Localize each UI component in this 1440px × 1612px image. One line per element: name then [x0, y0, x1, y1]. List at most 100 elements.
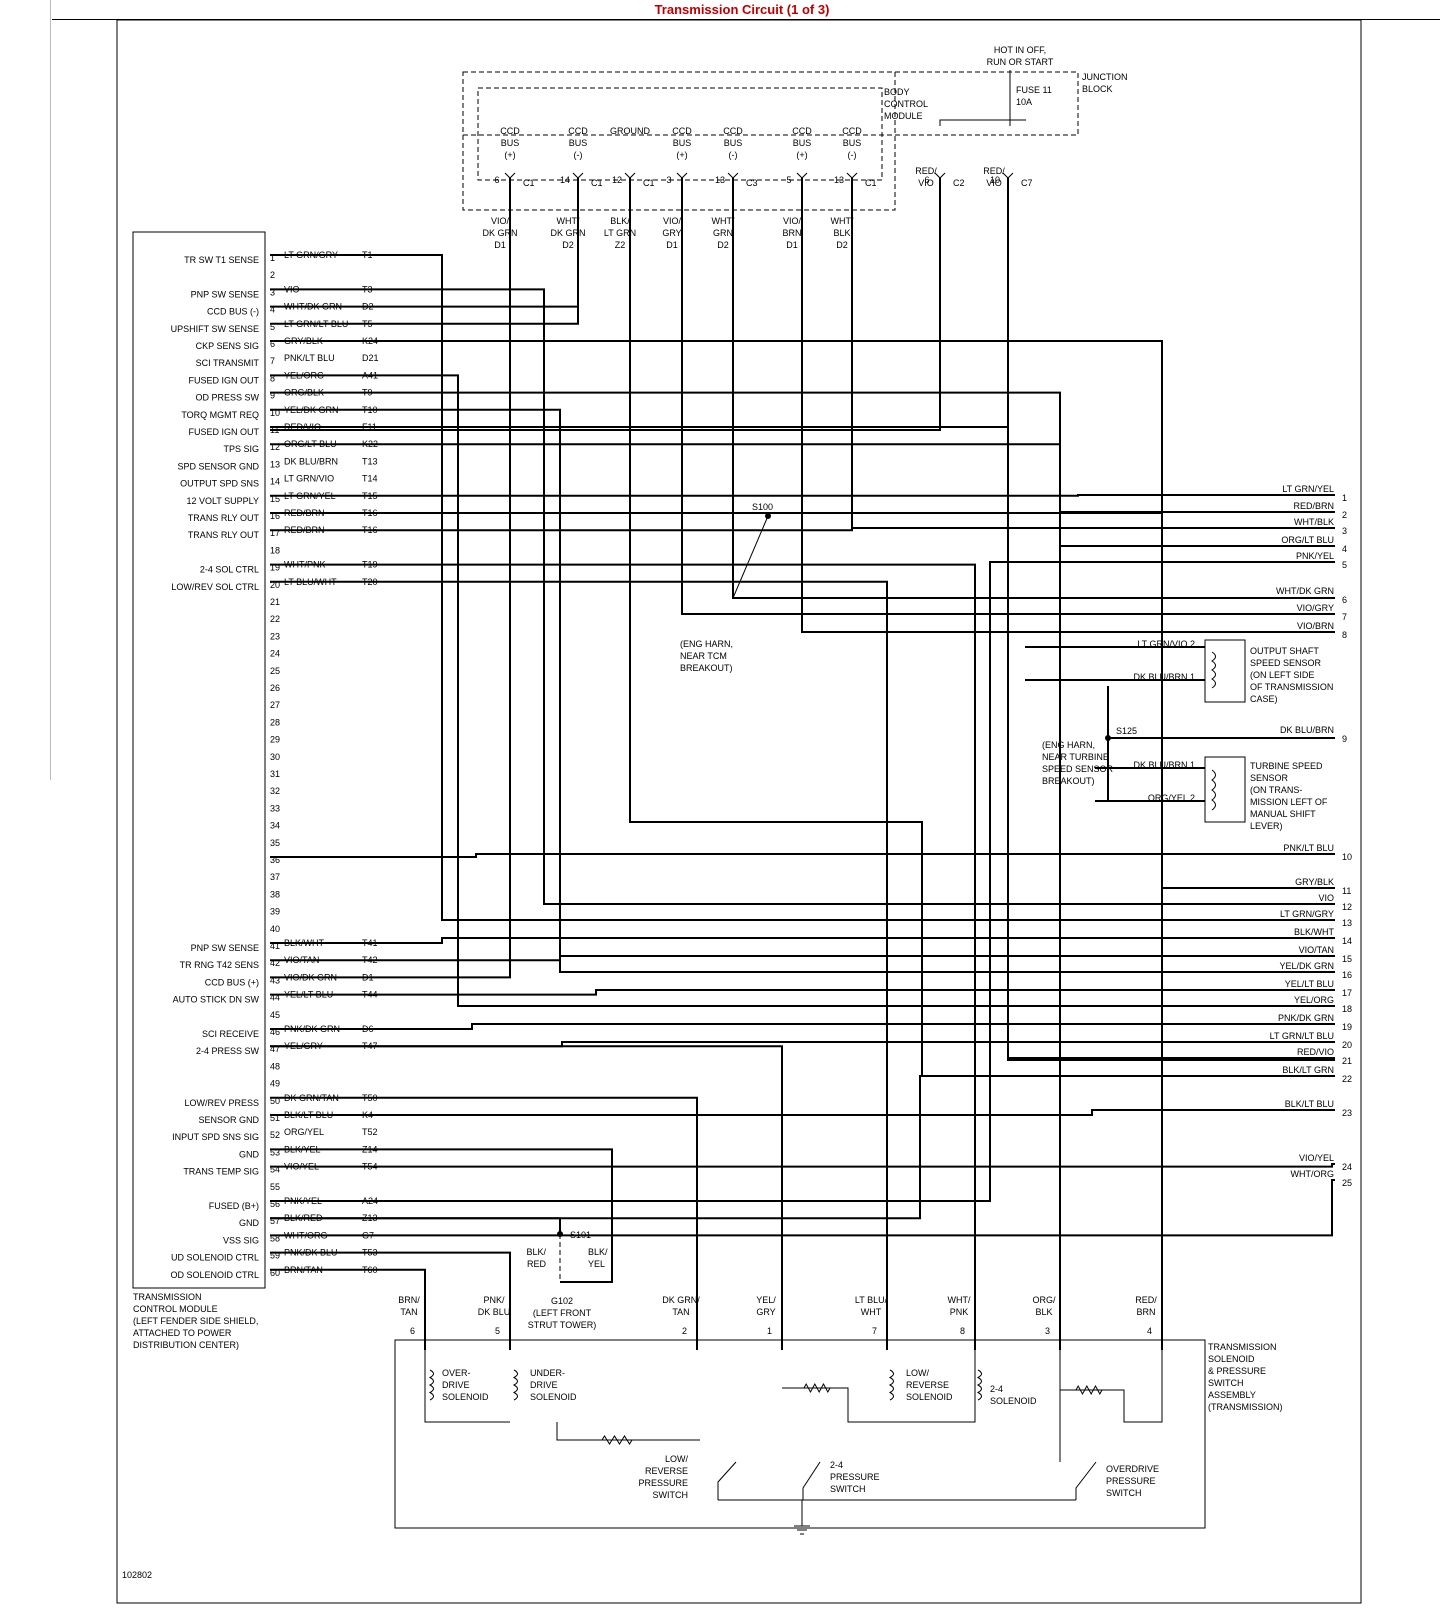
- solenoid-pin-number: 3: [1045, 1326, 1050, 1336]
- solenoid-pin-wire: GRY: [756, 1307, 775, 1317]
- right-connector-wire: WHT/BLK: [1294, 517, 1334, 527]
- tcm-pin-wire: BLK/LT BLU: [284, 1110, 333, 1120]
- tcm-pin-wire: LT GRN/VIO: [284, 474, 334, 484]
- splice-note: BREAKOUT): [680, 663, 733, 673]
- tcm-pin-wire: PNK/DK GRN: [284, 1024, 340, 1034]
- bcm-connector-id: C1: [643, 178, 655, 188]
- ccd-minus-wire: [851, 178, 1335, 529]
- bcm-terminal-label: BUS: [793, 138, 812, 148]
- component-label: OVERDRIVE: [1106, 1464, 1159, 1474]
- right-connector-wire: BLK/LT GRN: [1282, 1065, 1334, 1075]
- component-label: OVER-: [442, 1368, 471, 1378]
- tcm-pin-wire: VIO/TAN: [284, 955, 319, 965]
- tcm-pin-circuit: T42: [362, 955, 378, 965]
- tcm-pin-wire: BLK/YEL: [284, 1144, 321, 1154]
- tcm-label: CONTROL MODULE: [133, 1304, 218, 1314]
- bcm-pin-number: 14: [560, 175, 570, 185]
- solenoid-pin-wire: DK BLU: [478, 1307, 511, 1317]
- tcm-pin-number: 54: [270, 1165, 280, 1175]
- tcm-pin-circuit: T54: [362, 1162, 378, 1172]
- assembly-label: & PRESSURE: [1208, 1366, 1266, 1376]
- tcm-pin-wire: YEL/GRY: [284, 1041, 323, 1051]
- turbine-sensor-pin: ORG/YEL 2: [1148, 793, 1195, 803]
- tcm-pin-circuit: T13: [362, 456, 378, 466]
- right-connector-pin: 9: [1342, 734, 1347, 744]
- tcm-pin-wire: RED/BRN: [284, 508, 325, 518]
- ccd-plus-wire: [681, 178, 1335, 615]
- tcm-pin-number: 1: [270, 253, 275, 263]
- solenoid-pin-number: 1: [767, 1326, 772, 1336]
- tcm-pin-circuit: K24: [362, 336, 378, 346]
- component-label: LOW/: [906, 1368, 930, 1378]
- bcm-connector-id: C1: [865, 178, 877, 188]
- tcm-pin-wire: VIO: [284, 284, 300, 294]
- solenoid-pin-wire: YEL/: [756, 1295, 776, 1305]
- tcm-pin-function: OUTPUT SPD SNS: [180, 479, 259, 489]
- bcm-label: MODULE: [884, 111, 923, 121]
- bcm-wire-label: VIO/: [663, 216, 682, 226]
- bcm-wire-label: GRY: [662, 228, 681, 238]
- wires: [270, 70, 1335, 1535]
- bcm-terminal-label: CCD: [568, 126, 588, 136]
- right-connector-pin: 2: [1342, 510, 1347, 520]
- tcm-pin-wire: BRN/TAN: [284, 1265, 323, 1275]
- bcm-wire-label: VIO/: [491, 216, 510, 226]
- tcm-pin-wire: PNK/DK BLU: [284, 1248, 338, 1258]
- tcm-pin-number: 26: [270, 683, 280, 693]
- tcm-harness-wire: [270, 1163, 1335, 1168]
- splice-note: (ENG HARN,: [1042, 740, 1095, 750]
- right-connector-wire: WHT/ORG: [1291, 1169, 1335, 1179]
- bcm-pin-number: 12: [612, 175, 622, 185]
- diagram-title: Transmission Circuit (1 of 3): [654, 2, 830, 17]
- bcm-wire-label: WHT/: [831, 216, 854, 226]
- tcm-harness-wire: [270, 494, 1335, 497]
- tcm-harness-wire: [270, 561, 1335, 1202]
- tcm-pin-circuit: Z14: [362, 1144, 378, 1154]
- ground-label: G102: [551, 1296, 573, 1306]
- turbine-sensor-coil: [1211, 769, 1216, 811]
- tcm-pin-function: VSS SIG: [223, 1235, 259, 1245]
- right-connector-wire: VIO/GRY: [1297, 603, 1334, 613]
- bcm-terminal-label: GROUND: [610, 126, 650, 136]
- tcm-pin-number: 24: [270, 649, 280, 659]
- tcm-pin-circuit: T19: [362, 560, 378, 570]
- right-connector-wire: VIO/YEL: [1299, 1153, 1334, 1163]
- tcm-harness-wire: [270, 1179, 1335, 1237]
- tcm-pin-number: 9: [270, 391, 275, 401]
- tcm-pin-number: 2: [270, 270, 275, 280]
- tcm-pin-number: 31: [270, 769, 280, 779]
- tcm-pin-number: 59: [270, 1251, 280, 1261]
- bcm-wire-label: D1: [786, 240, 798, 250]
- component-label: DRIVE: [530, 1380, 558, 1390]
- tcm-pin-number: 17: [270, 528, 280, 538]
- tcm-pin-number: 21: [270, 597, 280, 607]
- component-label: 2-4: [990, 1384, 1003, 1394]
- switch-common: [718, 1499, 1076, 1526]
- tcm-pin-function: TR RNG T42 SENS: [180, 960, 259, 970]
- page-edge: [50, 0, 51, 780]
- output-sensor-label: OUTPUT SHAFT: [1250, 646, 1319, 656]
- bcm-terminal-label: BUS: [843, 138, 862, 148]
- hot-label: RUN OR START: [987, 57, 1054, 67]
- hot-label: HOT IN OFF,: [994, 45, 1046, 55]
- tcm-pin-number: 32: [270, 786, 280, 796]
- solenoid-assembly-box: [394, 1339, 1206, 1529]
- component-label: PRESSURE: [830, 1472, 880, 1482]
- assembly-label: SOLENOID: [1208, 1354, 1255, 1364]
- splice-wire-label: RED: [527, 1259, 547, 1269]
- solenoid-pin-wire: WHT/: [948, 1295, 971, 1305]
- bcm-wire-label: DK GRN: [482, 228, 517, 238]
- right-connector-wire: YEL/LT BLU: [1285, 979, 1334, 989]
- tcm-pin-circuit: D6: [362, 1024, 374, 1034]
- tcm-pin-circuit: T5: [362, 319, 373, 329]
- tcm-pin-function: AUTO STICK DN SW: [173, 995, 260, 1005]
- tcm-pin-number: 39: [270, 907, 280, 917]
- bcm-terminal-label: CCD: [500, 126, 520, 136]
- s24-solenoid-coil: [976, 1369, 982, 1401]
- solenoid-pin-wire: PNK: [950, 1307, 969, 1317]
- right-connector-pin: 18: [1342, 1004, 1352, 1014]
- right-connector-wire: YEL/DK GRN: [1279, 961, 1334, 971]
- tcm-pin-number: 60: [270, 1268, 280, 1278]
- tcm-pin-function: PNP SW SENSE: [191, 943, 259, 953]
- lr-press-wire: [270, 1096, 698, 1336]
